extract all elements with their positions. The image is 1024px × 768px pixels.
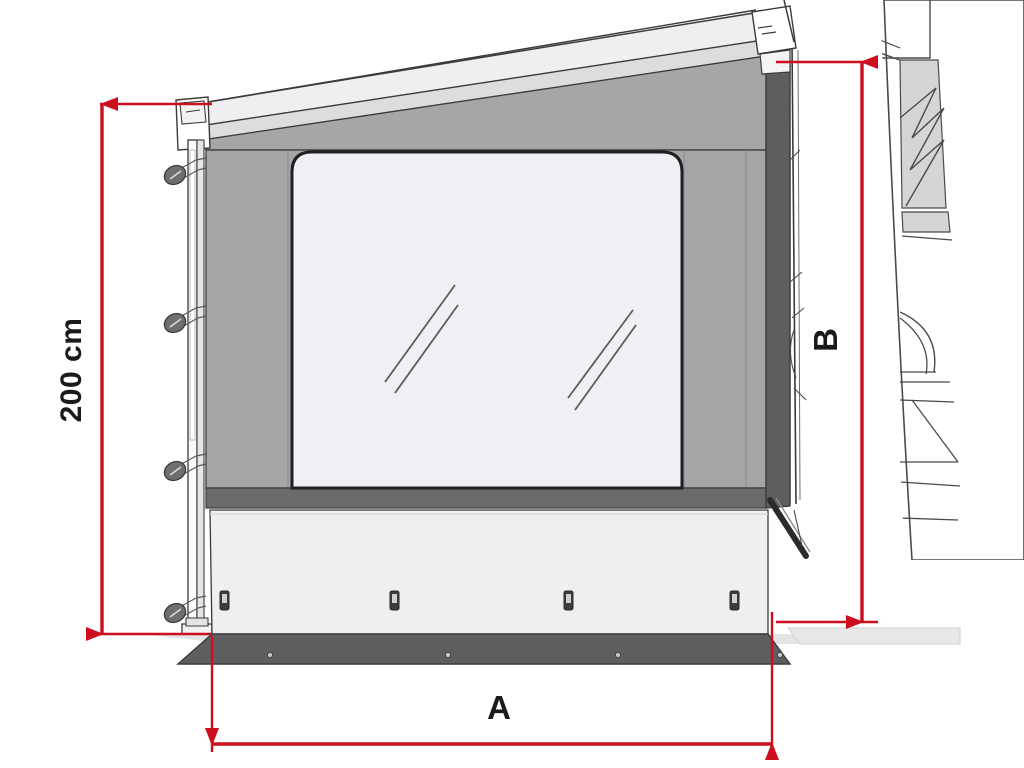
dimension-line-height	[86, 97, 212, 641]
dimension-line-a	[205, 612, 779, 760]
window-panel	[290, 150, 684, 490]
awning-canopy	[189, 9, 767, 151]
skirt-fastener[interactable]	[219, 590, 230, 611]
dimension-label-b: B	[807, 328, 844, 352]
tensioning-knob[interactable]	[161, 595, 207, 626]
dimension-line-b	[776, 55, 878, 629]
base-plate	[176, 633, 792, 665]
skirt-fastener[interactable]	[729, 590, 740, 611]
dimension-label-height: 200 cm	[55, 317, 88, 423]
skirt-fasteners-group	[219, 590, 740, 611]
tensioning-knob[interactable]	[161, 157, 207, 188]
skirt-fastener[interactable]	[563, 590, 574, 611]
tensioning-knobs-group	[161, 157, 207, 626]
lower-skirt-panel	[209, 509, 769, 635]
tensioning-knob[interactable]	[161, 305, 207, 336]
vehicle-body-outline	[880, 0, 1024, 560]
right-edge-strip	[765, 41, 811, 559]
left-support-rail	[175, 96, 213, 635]
roof-mount-bracket	[751, 0, 797, 75]
dimension-label-a: A	[487, 689, 511, 726]
window-reflection-lines	[384, 284, 637, 411]
skirt-fastener[interactable]	[389, 590, 400, 611]
tensioning-knob[interactable]	[161, 453, 207, 484]
